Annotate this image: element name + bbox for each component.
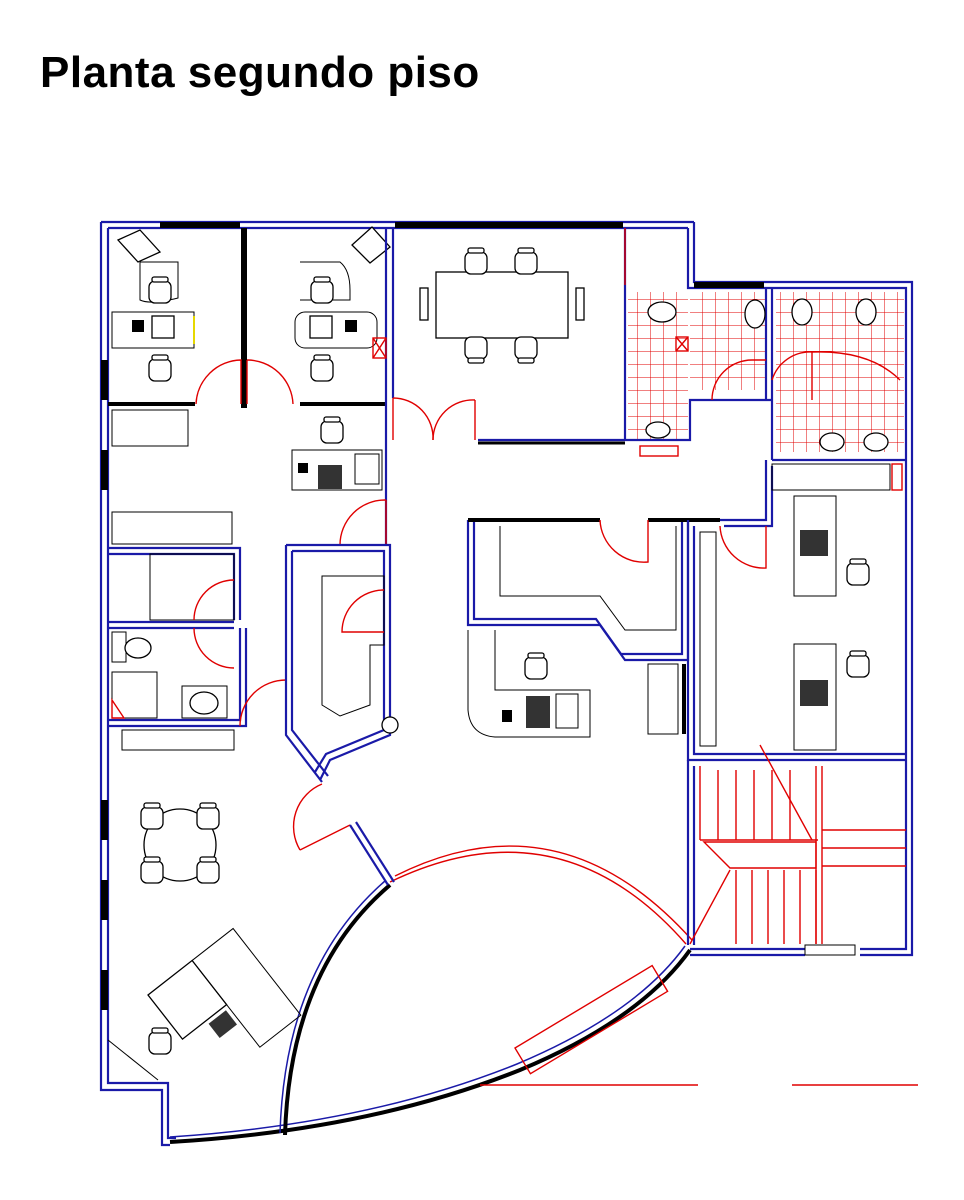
reception-area <box>107 409 399 1081</box>
meeting-room <box>372 228 627 490</box>
office-right <box>686 460 906 762</box>
central-workstation <box>466 518 720 738</box>
stairs <box>686 744 906 945</box>
outer-walls <box>99 220 914 1147</box>
office-top-left <box>108 226 391 408</box>
page-title: Planta segundo piso <box>40 48 480 97</box>
curved-facade <box>169 845 918 1144</box>
restrooms <box>625 288 906 462</box>
